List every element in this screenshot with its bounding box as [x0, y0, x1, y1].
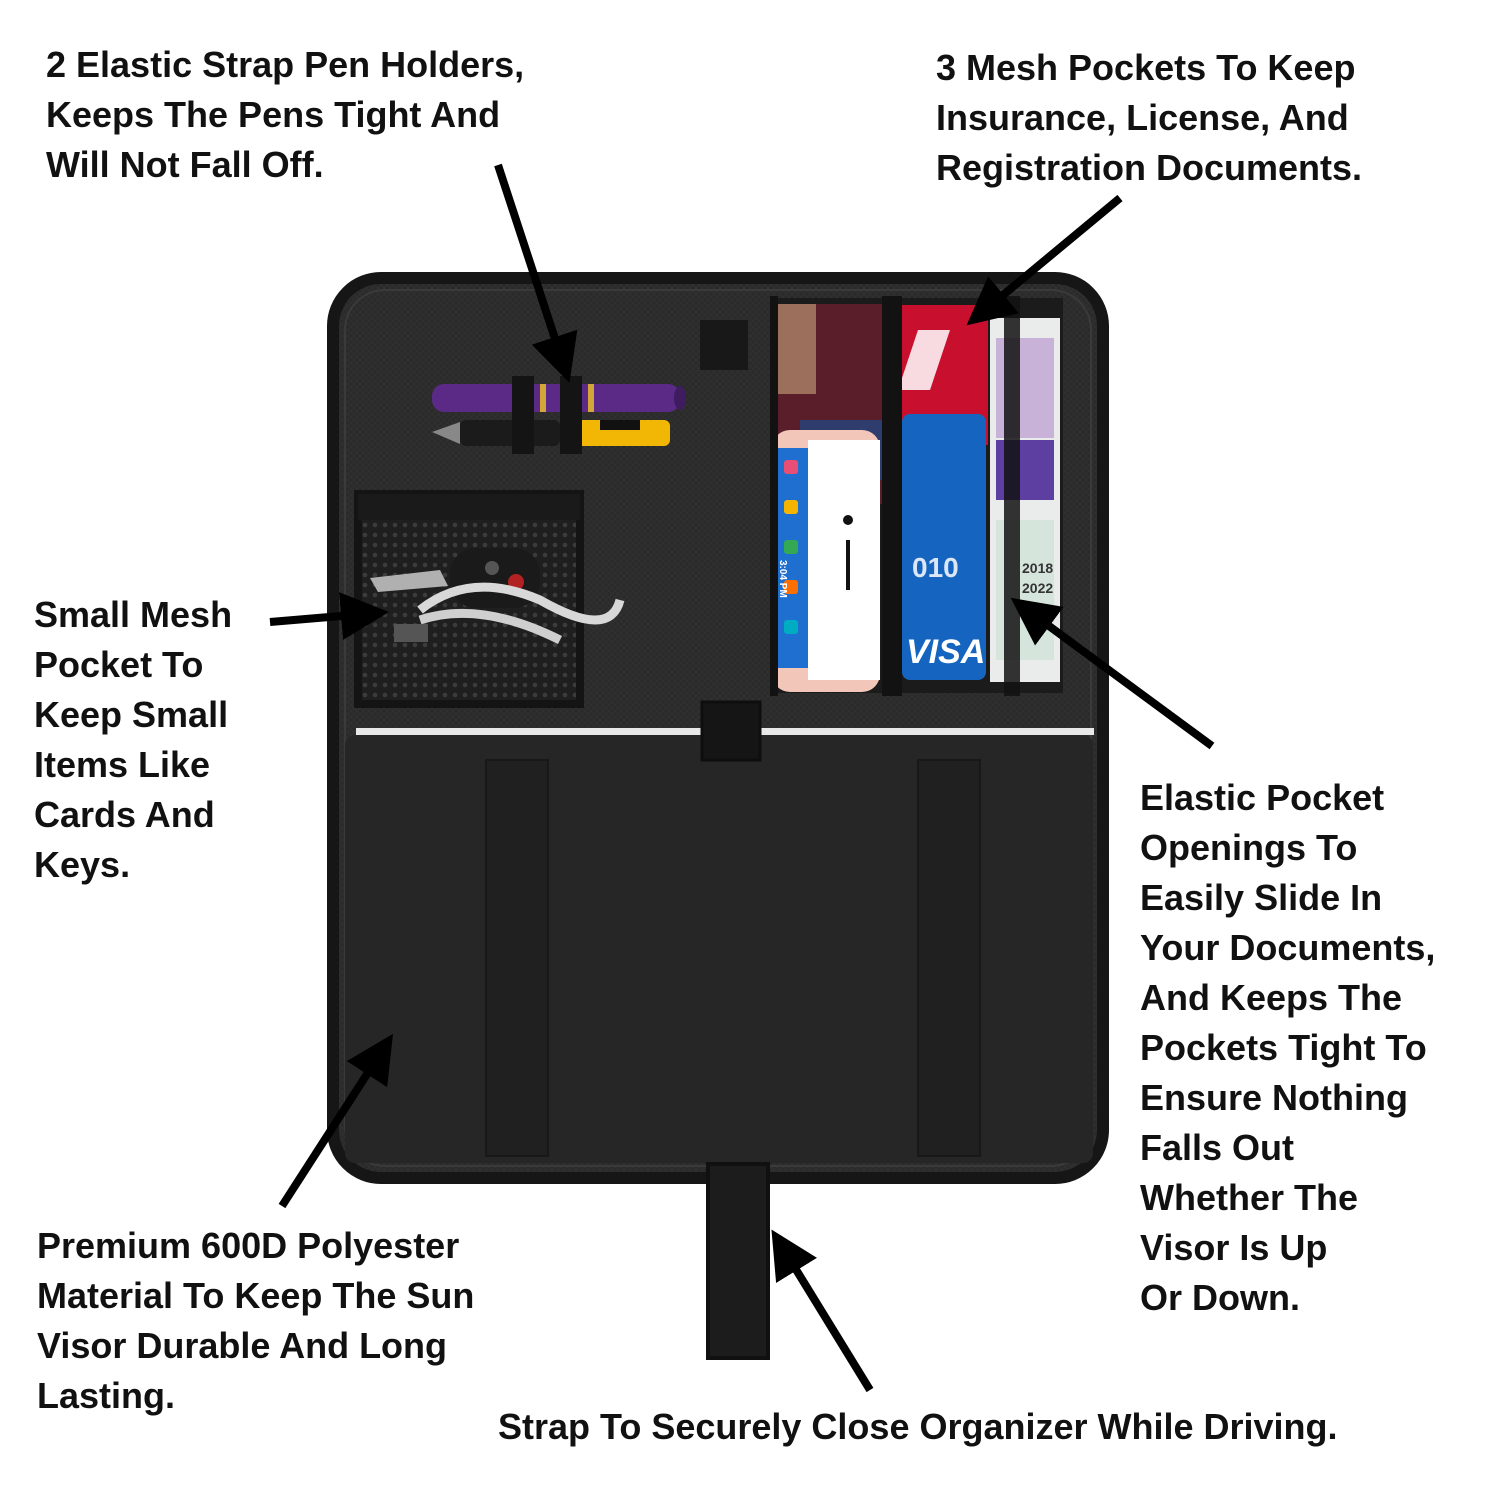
callout-line: 3 Mesh Pockets To Keep	[936, 47, 1356, 88]
small-mesh-pocket	[354, 490, 625, 708]
callout-line: Whether The	[1140, 1177, 1359, 1218]
callout-line: Openings To	[1140, 827, 1358, 868]
card-brand: VISA	[906, 633, 986, 671]
callout-line: Easily Slide In	[1140, 877, 1383, 918]
purple-pen	[432, 384, 686, 412]
card-number: 010	[912, 552, 959, 583]
callout-line: Keys.	[34, 844, 131, 885]
callout-line: Visor Durable And Long	[37, 1325, 448, 1366]
phone	[772, 430, 880, 692]
callout-line: Elastic Pocket	[1140, 777, 1385, 818]
yellow-pen	[432, 420, 670, 446]
callout-line: Will Not Fall Off.	[46, 144, 324, 185]
pen-strap-1	[512, 376, 534, 454]
callout-pen-holders: 2 Elastic Strap Pen Holders, Keeps The P…	[46, 40, 524, 190]
callout-line: Falls Out	[1140, 1127, 1295, 1168]
callout-line: Keep Small	[34, 694, 229, 735]
callout-line: Keeps The Pens Tight And	[46, 94, 501, 135]
velcro-tab	[700, 320, 748, 370]
pen-strap-2	[560, 376, 582, 454]
callout-line: Pockets Tight To	[1140, 1027, 1427, 1068]
callout-small-mesh: Small Mesh Pocket To Keep Small Items Li…	[34, 590, 232, 890]
callout-line: Items Like	[34, 744, 211, 785]
license-date-1: 2018	[1022, 560, 1054, 576]
callout-line: Material To Keep The Sun	[37, 1275, 475, 1316]
phone-time: 3:04 PM	[777, 560, 788, 598]
callout-line: Pocket To	[34, 644, 204, 685]
callout-mesh-pockets: 3 Mesh Pockets To Keep Insurance, Licens…	[936, 43, 1362, 193]
callout-line: 2 Elastic Strap Pen Holders,	[46, 44, 525, 85]
callout-line: Insurance, License, And	[936, 97, 1349, 138]
callout-line: Registration Documents.	[936, 147, 1363, 188]
callout-line: Strap To Securely Close Organizer While …	[498, 1406, 1338, 1447]
callout-line: Your Documents,	[1140, 927, 1436, 968]
callout-line: And Keeps The	[1140, 977, 1403, 1018]
license-date-2: 2022	[1022, 580, 1054, 596]
callout-line: Or Down.	[1140, 1277, 1300, 1318]
callout-line: Ensure Nothing	[1140, 1077, 1408, 1118]
callout-line: Cards And	[34, 794, 215, 835]
callout-line: Small Mesh	[34, 594, 233, 635]
center-tab	[700, 700, 762, 762]
callout-line: Visor Is Up	[1140, 1227, 1328, 1268]
callout-line: Premium 600D Polyester	[37, 1225, 460, 1266]
closing-strap	[706, 1162, 770, 1360]
blue-card	[902, 414, 986, 680]
callout-elastic-openings: Elastic Pocket Openings To Easily Slide …	[1140, 773, 1435, 1323]
callout-material: Premium 600D Polyester Material To Keep …	[37, 1221, 474, 1421]
callout-strap: Strap To Securely Close Organizer While …	[498, 1402, 1338, 1452]
callout-line: Lasting.	[37, 1375, 176, 1416]
